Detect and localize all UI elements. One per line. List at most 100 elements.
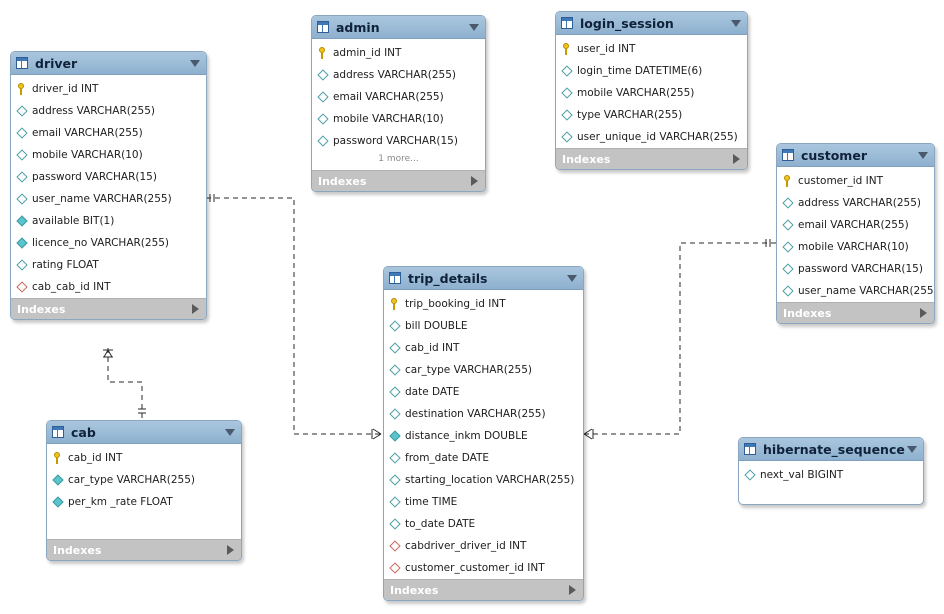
column-label: mobile VARCHAR(255) [577,87,695,99]
column-row[interactable]: licence_no VARCHAR(255) [11,232,206,254]
column-row[interactable]: email VARCHAR(255) [777,214,934,236]
table-header[interactable]: hibernate_sequence [739,438,923,461]
indexes-bar[interactable]: Indexes [777,302,934,323]
column-row[interactable]: next_val BIGINT [739,464,923,486]
chevron-down-icon[interactable] [907,445,917,453]
not-null-diamond-icon [16,215,28,227]
expand-arrow-icon[interactable] [569,585,576,595]
column-row[interactable]: car_type VARCHAR(255) [384,359,583,381]
chevron-down-icon[interactable] [225,428,235,436]
column-row[interactable]: starting_location VARCHAR(255) [384,469,583,491]
column-row[interactable]: password VARCHAR(15) [312,130,485,152]
rel-customer-trip-line[interactable] [583,242,776,435]
indexes-bar[interactable]: Indexes [11,298,206,319]
expand-arrow-icon[interactable] [192,304,199,314]
column-row[interactable]: cab_cab_id INT [11,276,206,298]
column-row[interactable]: user_unique_id VARCHAR(255) [556,126,747,148]
chevron-down-icon[interactable] [731,19,741,27]
column-icon [52,496,64,508]
chevron-down-icon[interactable] [469,23,479,31]
column-row[interactable]: rating FLOAT [11,254,206,276]
indexes-bar[interactable]: Indexes [384,579,583,600]
column-row[interactable]: time TIME [384,491,583,513]
table-header[interactable]: customer [777,144,934,167]
column-row[interactable]: address VARCHAR(255) [312,64,485,86]
indexes-bar[interactable]: Indexes [556,148,747,169]
more-columns-link[interactable]: 1 more... [378,154,419,164]
column-row[interactable]: driver_id INT [11,78,206,100]
column-row[interactable]: login_time DATETIME(6) [556,60,747,82]
primary-key-icon [782,175,794,187]
column-row[interactable]: mobile VARCHAR(10) [11,144,206,166]
expand-arrow-icon[interactable] [920,308,927,318]
column-row[interactable]: from_date DATE [384,447,583,469]
table-driver[interactable]: driver driver_id INT address VARCHAR(255)… [10,51,207,320]
column-row[interactable]: per_km _rate FLOAT [47,491,241,513]
indexes-bar[interactable]: Indexes [47,539,241,560]
column-row[interactable]: trip_booking_id INT [384,293,583,315]
column-row[interactable]: email VARCHAR(255) [11,122,206,144]
column-row[interactable]: mobile VARCHAR(255) [556,82,747,104]
chevron-down-icon[interactable] [918,151,928,159]
not-null-diamond-icon [16,237,28,249]
column-row[interactable]: to_date DATE [384,513,583,535]
chevron-down-icon[interactable] [190,59,200,67]
expand-arrow-icon[interactable] [733,154,740,164]
column-row[interactable]: bill DOUBLE [384,315,583,337]
column-row[interactable]: address VARCHAR(255) [11,100,206,122]
chevron-down-icon[interactable] [567,274,577,282]
column-row[interactable]: destination VARCHAR(255) [384,403,583,425]
column-row[interactable]: available BIT(1) [11,210,206,232]
column-diamond-icon [389,386,401,398]
table-customer[interactable]: customer customer_id INT address VARCHAR(… [776,143,935,324]
table-hibernate-sequence[interactable]: hibernate_sequence next_val BIGINT [738,437,924,505]
column-label: date DATE [405,386,460,398]
column-row[interactable]: user_name VARCHAR(255) [777,280,934,302]
column-row[interactable]: cabdriver_driver_id INT [384,535,583,557]
primary-key-icon [52,452,64,464]
column-row[interactable]: cab_id INT [384,337,583,359]
column-row[interactable]: admin_id INT [312,42,485,64]
column-icon [16,237,28,249]
column-row[interactable]: cab_id INT [47,447,241,469]
column-label: driver_id INT [32,83,99,95]
column-row[interactable]: mobile VARCHAR(10) [312,108,485,130]
column-label: customer_id INT [798,175,883,187]
column-label: user_name VARCHAR(255) [32,193,172,205]
column-diamond-icon [389,518,401,530]
not-null-diamond-icon [52,474,64,486]
column-row[interactable]: user_name VARCHAR(255) [11,188,206,210]
expand-arrow-icon[interactable] [471,176,478,186]
column-row[interactable]: customer_id INT [777,170,934,192]
column-row[interactable]: distance_inkm DOUBLE [384,425,583,447]
column-label: trip_booking_id INT [405,298,506,310]
table-header[interactable]: trip_details [384,267,583,290]
expand-arrow-icon[interactable] [227,545,234,555]
table-header[interactable]: login_session [556,12,747,35]
column-row[interactable]: customer_customer_id INT [384,557,583,579]
not-null-diamond-icon [52,496,64,508]
column-row[interactable]: mobile VARCHAR(10) [777,236,934,258]
column-row[interactable]: type VARCHAR(255) [556,104,747,126]
table-header[interactable]: admin [312,16,485,39]
column-row[interactable]: password VARCHAR(15) [11,166,206,188]
table-title: cab [71,424,96,440]
table-header[interactable]: cab [47,421,241,444]
column-row[interactable]: email VARCHAR(255) [312,86,485,108]
column-row[interactable]: user_id INT [556,38,747,60]
column-row[interactable]: password VARCHAR(15) [777,258,934,280]
rel-driver-trip-line[interactable] [206,197,382,435]
column-row[interactable]: date DATE [384,381,583,403]
column-row[interactable]: address VARCHAR(255) [777,192,934,214]
column-diamond-icon [782,197,794,209]
rel-driver-cab-line[interactable] [107,348,143,419]
column-diamond-icon [782,241,794,253]
column-row[interactable]: car_type VARCHAR(255) [47,469,241,491]
table-header[interactable]: driver [11,52,206,75]
table-trip-details[interactable]: trip_details trip_booking_id INT bill DOU… [383,266,584,601]
indexes-bar[interactable]: Indexes [312,170,485,191]
column-diamond-icon [16,149,28,161]
